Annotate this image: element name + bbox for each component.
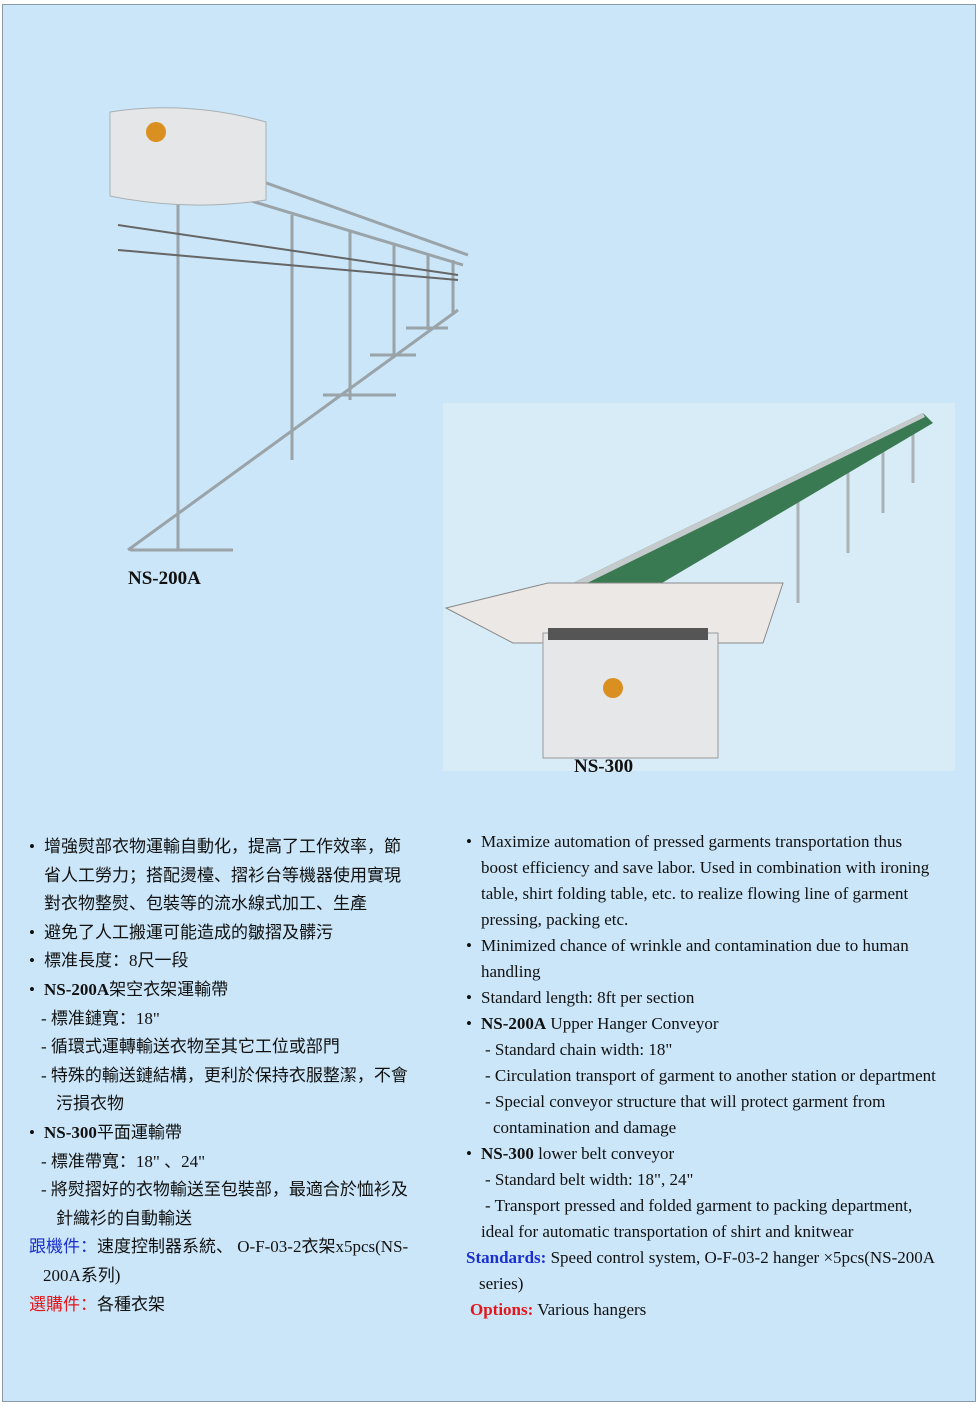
text: 平面運輸帶: [96, 1122, 182, 1142]
text: Upper Hanger Conveyor: [546, 1014, 719, 1033]
standards: Standards: Speed control system, O-F-03-…: [466, 1245, 971, 1271]
sub-item: ideal for automatic transportation of sh…: [481, 1222, 854, 1241]
text: pressing, packing etc.: [481, 910, 629, 929]
text: 200A系列): [43, 1265, 121, 1285]
sub-item: - Standard belt width: 18", 24": [485, 1170, 694, 1189]
model-name: NS-300: [44, 1122, 97, 1142]
text: 架空衣架運輸帶: [109, 979, 229, 999]
text: Maximize automation of pressed garments …: [481, 832, 903, 851]
text: Various hangers: [533, 1300, 647, 1319]
text: Speed control system, O-F-03-2 hanger ×5…: [546, 1248, 936, 1267]
logo-icon: [603, 678, 623, 698]
options-label: Options:: [470, 1300, 534, 1319]
text: 各種衣架: [97, 1294, 165, 1314]
text: 省人工勞力；搭配燙檯、摺衫台等機器使用實現: [44, 865, 401, 885]
options: Options: Various hangers: [466, 1297, 971, 1323]
text: 速度控制器系統、 O-F-03-2衣架x5pcs(NS-: [97, 1237, 409, 1257]
english-description: Maximize automation of pressed garments …: [466, 829, 971, 1323]
ns300-caption: NS-300: [574, 756, 634, 777]
text: Minimized chance of wrinkle and contamin…: [481, 936, 909, 955]
sub-item: - 特殊的輸送鏈結構，更利於保持衣服整潔，不會: [41, 1065, 408, 1085]
sub-item: 污損衣物: [56, 1094, 124, 1114]
text: table, shirt folding table, etc. to real…: [481, 884, 909, 903]
bullet: Standard length: 8ft per section: [466, 985, 971, 1011]
brochure-page: NS-200A NS-300 增強熨部衣物運輸自動化，提高了工作效率，節省人工勞…: [2, 4, 976, 1402]
sub-item: - 標准帶寬：18" 、24": [41, 1151, 206, 1171]
bullet: NS-200A Upper Hanger Conveyor: [466, 1011, 971, 1037]
text: 增強熨部衣物運輸自動化，提高了工作效率，節: [44, 837, 401, 856]
logo-icon: [146, 122, 166, 142]
standards-label: 跟機件：: [29, 1237, 97, 1257]
options: 選購件：各種衣架: [29, 1291, 449, 1320]
model-name: NS-300: [481, 1144, 534, 1163]
options-label: 選購件：: [29, 1294, 97, 1314]
sub-item: - 循環式運轉輸送衣物至其它工位或部門: [41, 1037, 340, 1057]
bullet: NS-300平面運輸帶: [29, 1119, 449, 1148]
ns200a-overhead-conveyor-image: [109, 107, 469, 552]
text: series): [479, 1274, 524, 1293]
sub-item: 針織衫的自動輸送: [56, 1208, 192, 1228]
sub-item: - Special conveyor structure that will p…: [485, 1092, 886, 1111]
ns200a-caption: NS-200A: [128, 568, 201, 589]
text: lower belt conveyor: [533, 1144, 675, 1163]
text: handling: [481, 962, 541, 981]
model-name: NS-200A: [481, 1014, 547, 1033]
sub-item: - Circulation transport of garment to an…: [485, 1066, 936, 1085]
bullet: 避免了人工搬運可能造成的皺摺及髒污: [29, 919, 449, 948]
ns300-belt-conveyor-image: [443, 403, 955, 771]
bullet: NS-200A架空衣架運輸帶: [29, 976, 449, 1005]
sub-item: - Standard chain width: 18": [485, 1040, 673, 1059]
model-name: NS-200A: [44, 979, 110, 999]
text: 對衣物整熨、包裝等的流水線式加工、生產: [44, 894, 367, 914]
bullet: NS-300 lower belt conveyor: [466, 1141, 971, 1167]
sub-item: - 將熨摺好的衣物輸送至包裝部，最適合於恤衫及: [41, 1180, 408, 1200]
text: boost efficiency and save labor. Used in…: [481, 858, 930, 877]
standards: 跟機件：速度控制器系統、 O-F-03-2衣架x5pcs(NS-: [29, 1233, 449, 1262]
bullet: 標准長度：8尺一段: [29, 947, 449, 976]
standards-label: Standards:: [466, 1248, 547, 1267]
sub-item: - Transport pressed and folded garment t…: [485, 1196, 913, 1215]
sub-item: - 標准鏈寬：18": [41, 1008, 160, 1028]
chinese-description: 增強熨部衣物運輸自動化，提高了工作效率，節省人工勞力；搭配燙檯、摺衫台等機器使用…: [29, 833, 449, 1319]
sub-item: contamination and damage: [493, 1118, 677, 1137]
